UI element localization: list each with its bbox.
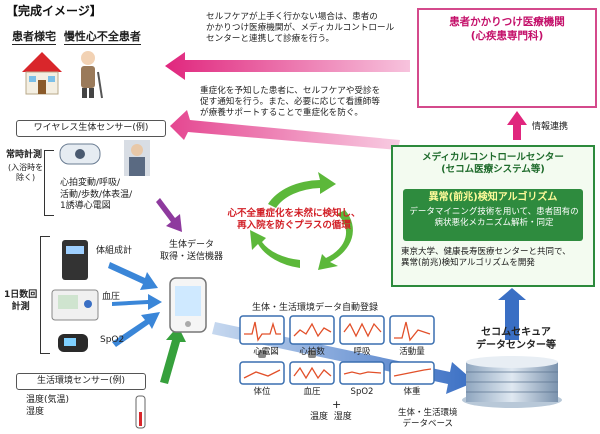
daily-measure-label: 1日数回 計測 xyxy=(4,290,38,312)
arrow-to-mcc xyxy=(498,288,526,340)
environment-items: 温度(気温) 湿度 xyxy=(26,395,70,417)
body-composition-label: 体組成計 xyxy=(96,246,133,256)
arrow-notify-home xyxy=(170,110,400,150)
page-title: 【完成イメージ】 xyxy=(6,4,102,18)
constant-measure-items: 心拍変動/呼吸/ 活動/歩数/体表温/ 1誘導心電図 xyxy=(60,178,133,212)
graph-label-heart-rate: 心拍数 xyxy=(299,347,325,357)
constant-measure-bracket xyxy=(44,150,54,216)
house-icon xyxy=(22,52,62,95)
arrow-env xyxy=(160,326,186,384)
mcc-title: メディカルコントロールセンター xyxy=(422,152,564,163)
medical-control-center-box: メディカルコントロールセンター (セコム医療システム等) 異常(前兆)検知アルゴ… xyxy=(391,145,595,287)
arrow-bp xyxy=(112,294,162,310)
graph-label-spo2: SpO2 xyxy=(350,387,374,397)
device-label: 生体データ 取得・送信機器 xyxy=(160,240,224,262)
notify-message: 重症化を予知した患者に、セルフケアや受診を 促す通知を行う。また、必要に応じて看… xyxy=(200,86,381,119)
hospital-box: 患者かかりつけ医療機関 (心疾患専門科) xyxy=(417,8,597,108)
hospital-name: 患者かかりつけ医療機関 xyxy=(449,16,565,28)
thermometer-icon xyxy=(135,395,146,429)
graph-label-ecg: 心電図 xyxy=(253,347,279,357)
body-composition-scale-icon xyxy=(62,240,88,280)
algorithm-box: 異常(前兆)検知アルゴリズム データマイニング技術を用いて、患者固有の 病状悪化… xyxy=(403,189,583,241)
hospital-title: 患者かかりつけ医療機関 (心疾患専門科) xyxy=(419,16,595,43)
patient-home-label: 患者様宅 xyxy=(12,30,56,45)
mcc-heading: メディカルコントロールセンター (セコム医療システム等) xyxy=(393,152,593,176)
wireless-sensor-icon xyxy=(59,143,101,165)
top-message: セルフケアが上手く行かない場合は、患者の かかりつけ医療機関が、メディカルコント… xyxy=(206,12,395,45)
blood-pressure-monitor-icon xyxy=(51,289,99,321)
elderly-person-icon xyxy=(81,51,103,99)
auto-register-label: 生体・生活環境データ自動登録 xyxy=(252,303,379,313)
arrow-to-home xyxy=(165,52,410,80)
graph-label-activity: 活動量 xyxy=(399,347,425,357)
datacenter-label: セコムセキュア データセンター等 xyxy=(476,327,556,351)
mcc-description: 東京大学、健康長寿医療センターと共同で、 異常(前兆)検知アルゴリズムを開発 xyxy=(401,247,571,269)
patient-home-heading: 患者様宅 慢性心不全患者 xyxy=(12,30,141,45)
data-graph-panels xyxy=(239,315,435,385)
algorithm-title: 異常(前兆)検知アルゴリズム xyxy=(428,192,558,203)
arrow-wireless xyxy=(156,198,182,232)
cycle-message: 心不全重症化を未然に検知し、 再入院を防ぐプラスの循環 xyxy=(227,208,361,232)
constant-measure-note: (入浴時を 除く) xyxy=(8,163,44,183)
hospital-subtitle: (心疾患専門科) xyxy=(470,30,544,43)
mcc-subtitle: (セコム医療システム等) xyxy=(441,163,545,175)
constant-measure-label: 常時計測 xyxy=(6,150,43,160)
person-with-sensor-icon xyxy=(124,140,150,176)
cycle-arrows xyxy=(250,172,353,270)
pulse-oximeter-icon xyxy=(58,334,88,352)
wireless-sensor-label: ワイヤレス生体センサー(例) xyxy=(16,120,166,137)
blood-pressure-label: 血圧 xyxy=(102,292,121,302)
smartphone-device-icon xyxy=(169,277,207,333)
graph-label-respiration: 呼吸 xyxy=(353,347,371,357)
info-link-label: 情報連携 xyxy=(532,122,569,132)
datacenter-building-icon xyxy=(462,356,562,408)
arrow-body-comp xyxy=(108,262,158,290)
spo2-label: SpO2 xyxy=(100,335,125,345)
graph-label-posture: 体位 xyxy=(253,387,271,397)
patient-type-label: 慢性心不全患者 xyxy=(63,30,141,45)
database-label: 生体・生活環境 データベース xyxy=(398,408,458,430)
environment-sensor-label: 生活環境センサー(例) xyxy=(16,373,146,390)
graph-icons xyxy=(258,350,316,358)
graph-label-weight: 体重 xyxy=(403,387,421,397)
graph-label-blood-pressure: 血圧 xyxy=(303,387,321,397)
daily-measure-bracket xyxy=(40,236,50,354)
temperature-humidity-label: 温度 湿度 xyxy=(310,412,352,422)
arrow-info-link xyxy=(507,111,527,140)
algorithm-description: データマイニング技術を用いて、患者固有の 病状悪化メカニズム解析・同定 xyxy=(409,207,579,229)
data-graph-lines xyxy=(243,321,432,380)
arrow-spo2 xyxy=(112,312,160,347)
plus-sign: + xyxy=(332,398,342,411)
